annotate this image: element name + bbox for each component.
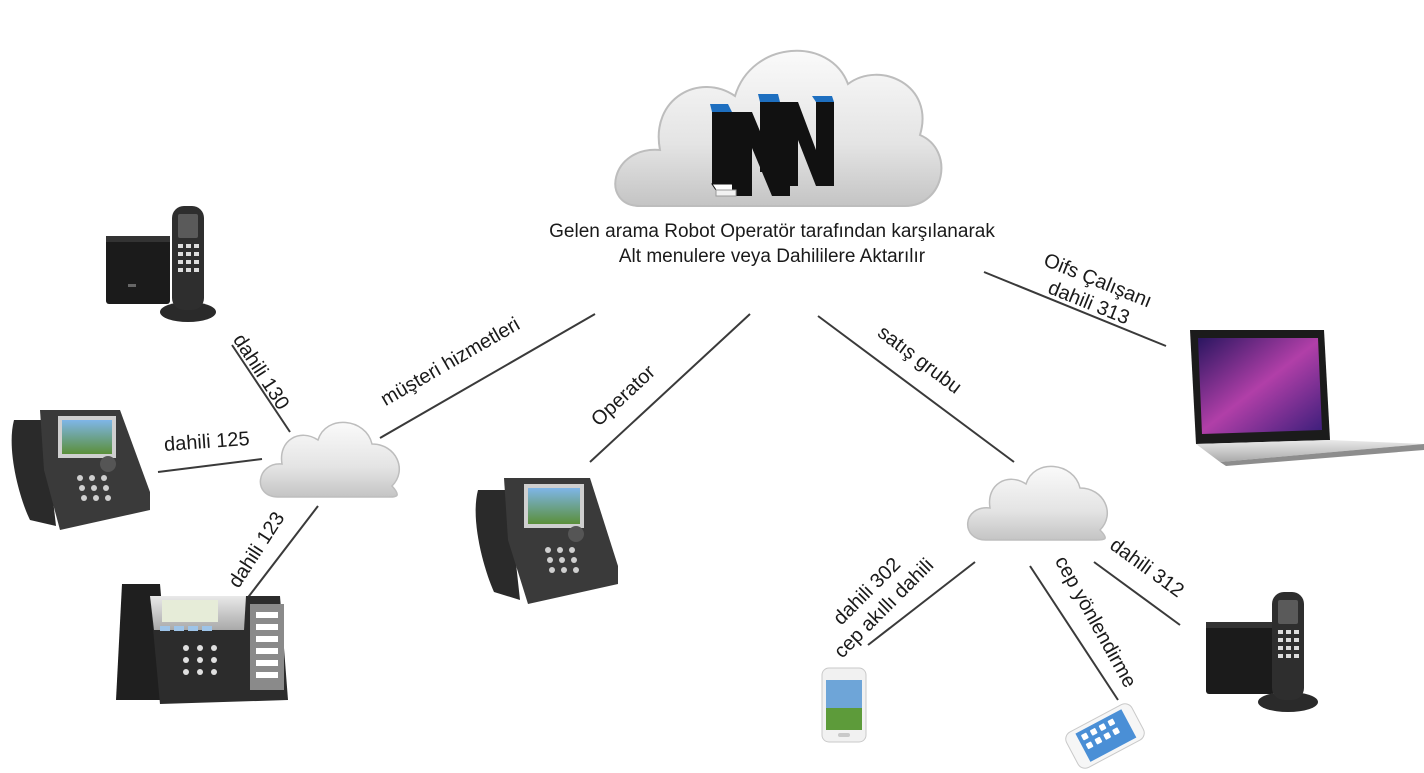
ip-phone-center-icon [475, 478, 618, 604]
nn-logo-icon [710, 94, 834, 197]
cordless-phone-icon [106, 206, 216, 322]
desk-phone-icon [116, 584, 288, 704]
connection-lines [157, 271, 1181, 701]
ip-phone-left-icon [11, 410, 150, 530]
headline: Gelen arama Robot Operatör tarafından ka… [549, 219, 995, 269]
right-cloud-icon [967, 465, 1109, 541]
line-dahili-302 [867, 561, 976, 646]
headline-line-2: Alt menulere veya Dahililere Aktarılır [618, 246, 926, 267]
left-cloud-icon [259, 421, 401, 498]
smartphone-samsung-icon [821, 667, 867, 743]
line-musteri-hizmetleri [379, 313, 596, 439]
line-operator [589, 313, 751, 463]
line-dahili-312 [1093, 561, 1181, 626]
line-ofis-calisani [983, 271, 1167, 347]
line-dahili-123 [245, 505, 319, 601]
laptop-icon [1190, 330, 1424, 466]
line-cep-yonlendirme [1029, 565, 1119, 701]
line-satis-grubu [817, 315, 1015, 463]
line-dahili-125 [157, 458, 263, 473]
headline-line-1: Gelen arama Robot Operatör tarafından ka… [549, 221, 995, 242]
smartphone-iphone-icon [1065, 703, 1145, 769]
cordless-phone-right-icon [1206, 592, 1318, 712]
line-dahili-130 [231, 344, 291, 433]
